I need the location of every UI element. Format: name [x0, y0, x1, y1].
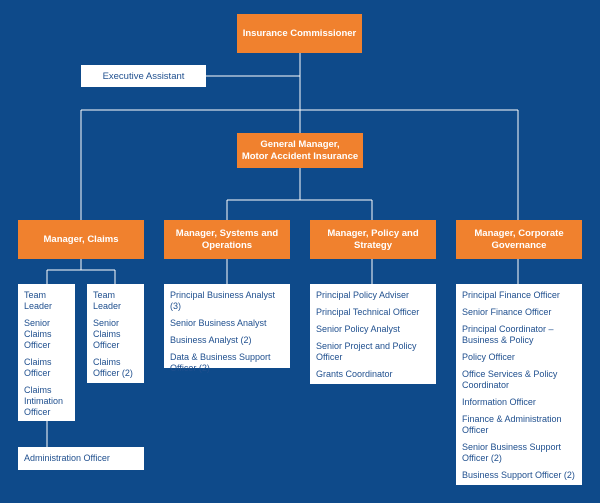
administration-officer-label: Administration Officer: [24, 453, 110, 463]
list-item: Senior Claims Officer: [93, 318, 121, 350]
list-item: Principal Finance Officer: [462, 290, 560, 300]
policy-list: Principal Policy Adviser Principal Techn…: [310, 284, 436, 384]
list-item: Business Support Officer (2): [462, 470, 575, 480]
list-item: Principal Coordinator – Business & Polic…: [462, 324, 554, 345]
manager-policy-box: Manager, Policy and Strategy: [310, 220, 436, 259]
list-item: Claims Officer: [24, 357, 52, 378]
list-item: Senior Business Support Officer (2): [462, 442, 562, 463]
list-item: Principal Technical Officer: [316, 307, 420, 317]
manager-claims-box: Manager, Claims: [18, 220, 144, 259]
systems-list: Principal Business Analyst (3) Senior Bu…: [164, 284, 290, 373]
administration-officer-box: Administration Officer: [18, 447, 144, 470]
manager-systems-box: Manager, Systems and Operations: [164, 220, 290, 259]
governance-list: Principal Finance Officer Senior Finance…: [456, 284, 582, 485]
executive-assistant-label: Executive Assistant: [102, 70, 185, 82]
manager-governance-box: Manager, Corporate Governance: [456, 220, 582, 259]
insurance-commissioner-box: Insurance Commissioner: [237, 14, 362, 53]
claims-right-list: Team Leader Senior Claims Officer Claims…: [87, 284, 144, 383]
claims-left-list: Team Leader Senior Claims Officer Claims…: [18, 284, 75, 421]
manager-claims-label: Manager, Claims: [43, 233, 119, 245]
list-item: Finance & Administration Officer: [462, 414, 562, 435]
list-item: Claims Officer (2): [93, 357, 133, 378]
manager-governance-label: Manager, Corporate Governance: [474, 227, 564, 251]
insurance-commissioner-label: Insurance Commissioner: [242, 27, 357, 39]
list-item: Senior Business Analyst: [170, 318, 267, 328]
manager-systems-label: Manager, Systems and Operations: [175, 227, 279, 251]
list-item: Senior Claims Officer: [24, 318, 52, 350]
list-item: Team Leader: [93, 290, 122, 311]
general-manager-label: General Manager, Motor Accident Insuranc…: [241, 138, 359, 162]
list-item: Policy Officer: [462, 352, 515, 362]
list-item: Office Services & Policy Coordinator: [462, 369, 558, 390]
list-item: Senior Policy Analyst: [316, 324, 401, 334]
executive-assistant-box: Executive Assistant: [81, 65, 206, 87]
list-item: Senior Project and Policy Officer: [316, 341, 417, 362]
list-item: Grants Coordinator: [316, 369, 393, 379]
list-item: Principal Business Analyst (3): [170, 290, 276, 311]
list-item: Claims Intimation Officer: [24, 385, 64, 417]
list-item: Business Analyst (2): [170, 335, 252, 345]
manager-policy-label: Manager, Policy and Strategy: [327, 227, 419, 251]
general-manager-box: General Manager, Motor Accident Insuranc…: [237, 133, 363, 168]
list-item: Senior Finance Officer: [462, 307, 552, 317]
list-item: Information Officer: [462, 397, 536, 407]
list-item: Data & Business Support Officer (2): [170, 352, 271, 373]
list-item: Team Leader: [24, 290, 53, 311]
list-item: Principal Policy Adviser: [316, 290, 410, 300]
